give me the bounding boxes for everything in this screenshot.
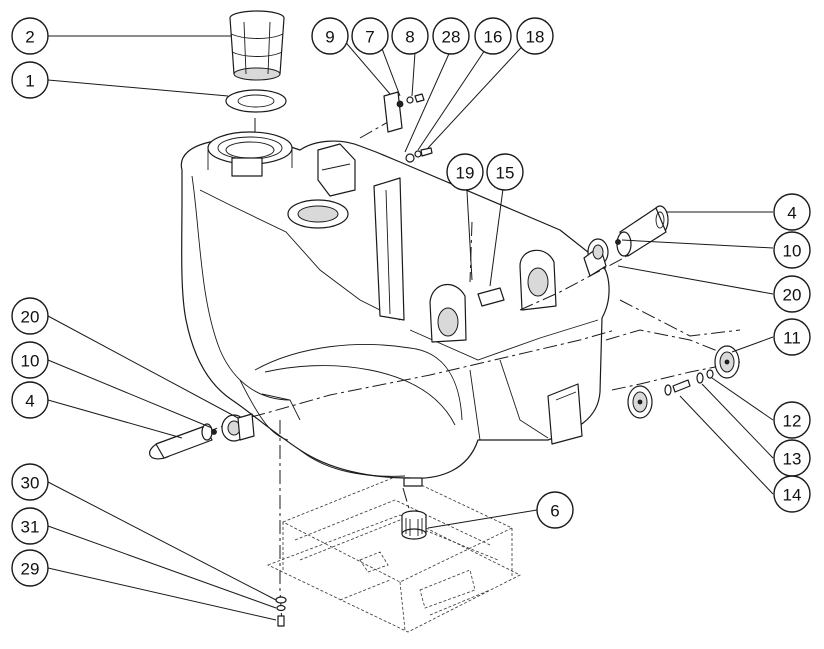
callout-4-right-label: 4 (787, 204, 796, 223)
callout-10-left-label: 10 (21, 352, 40, 371)
right-wheel-cap (714, 345, 740, 379)
callout-18: 18 (516, 17, 554, 55)
callout-13-label: 13 (783, 450, 802, 469)
callout-11-label: 11 (783, 329, 801, 348)
gasket-ring (225, 89, 287, 113)
callout-20-left: 20 (11, 297, 49, 335)
callout-12: 12 (773, 401, 811, 439)
callout-29-label: 29 (21, 560, 40, 579)
callout-20-left-label: 20 (21, 308, 40, 327)
bracket-hardware (383, 91, 433, 163)
left-wheel-cap (627, 385, 653, 419)
bottom-hardware (275, 596, 287, 627)
callout-30: 30 (11, 463, 49, 501)
callout-20-right-label: 20 (783, 286, 802, 305)
left-axle-sleeve (148, 423, 213, 460)
callout-8-label: 8 (405, 28, 414, 47)
callout-15: 15 (486, 153, 524, 191)
callout-19: 19 (446, 153, 484, 191)
tank-body (180, 131, 610, 487)
callout-19-label: 19 (456, 164, 475, 183)
callout-10-right: 10 (773, 231, 811, 269)
callout-2: 2 (11, 17, 49, 55)
callout-8: 8 (391, 17, 429, 55)
callout-15-label: 15 (496, 164, 515, 183)
callout-6: 6 (536, 491, 574, 529)
callout-11: 11 (773, 318, 811, 356)
callout-20-right: 20 (773, 275, 811, 313)
callout-31: 31 (11, 507, 49, 545)
callout-31-label: 31 (21, 518, 40, 537)
callout-7: 7 (351, 17, 389, 55)
drain-fitting (401, 510, 427, 540)
wheel-small-parts (664, 369, 714, 396)
callout-2-label: 2 (25, 28, 34, 47)
callout-10-right-label: 10 (783, 242, 802, 261)
callout-4-left: 4 (11, 381, 49, 419)
callout-28: 28 (432, 17, 470, 55)
callout-16-label: 16 (484, 28, 503, 47)
callout-30-label: 30 (21, 474, 40, 493)
callout-4-right: 4 (773, 193, 811, 231)
callout-6-label: 6 (550, 502, 559, 521)
callout-13: 13 (773, 439, 811, 477)
callout-1: 1 (11, 61, 49, 99)
callout-18-label: 18 (526, 28, 545, 47)
callout-4-left-label: 4 (25, 392, 34, 411)
callout-29: 29 (11, 549, 49, 587)
left-bushing (211, 413, 255, 442)
right-bushing (583, 238, 621, 277)
callout-28-label: 28 (442, 28, 461, 47)
callout-14-label: 14 (783, 486, 802, 505)
callout-12-label: 12 (783, 412, 802, 431)
callout-1-label: 1 (25, 72, 34, 91)
callout-9-label: 9 (325, 28, 334, 47)
strainer-basket (229, 10, 285, 81)
base-frame (266, 474, 521, 633)
callout-10-left: 10 (11, 341, 49, 379)
callout-16: 16 (474, 17, 512, 55)
right-axle-sleeve (616, 205, 669, 257)
callout-14: 14 (773, 475, 811, 513)
callout-9: 9 (311, 17, 349, 55)
leader-lines (47, 35, 774, 621)
callout-7-label: 7 (365, 28, 374, 47)
